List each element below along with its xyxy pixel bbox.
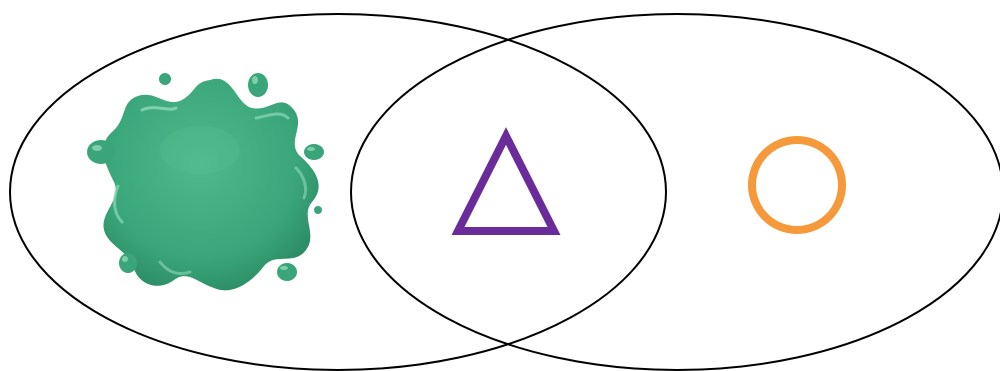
splat-droplet bbox=[314, 206, 322, 214]
splat-droplet bbox=[248, 73, 268, 97]
splat-droplet bbox=[277, 263, 297, 281]
left-set-ellipse bbox=[10, 14, 666, 370]
splat-droplet bbox=[119, 253, 137, 273]
purple-triangle-icon bbox=[458, 136, 554, 231]
splat-droplet bbox=[304, 144, 324, 160]
splat-droplet bbox=[87, 140, 115, 164]
green-splat-icon bbox=[87, 73, 324, 290]
orange-circle-icon bbox=[752, 140, 842, 230]
splat-droplet bbox=[159, 73, 171, 85]
right-set-ellipse bbox=[351, 14, 1000, 370]
